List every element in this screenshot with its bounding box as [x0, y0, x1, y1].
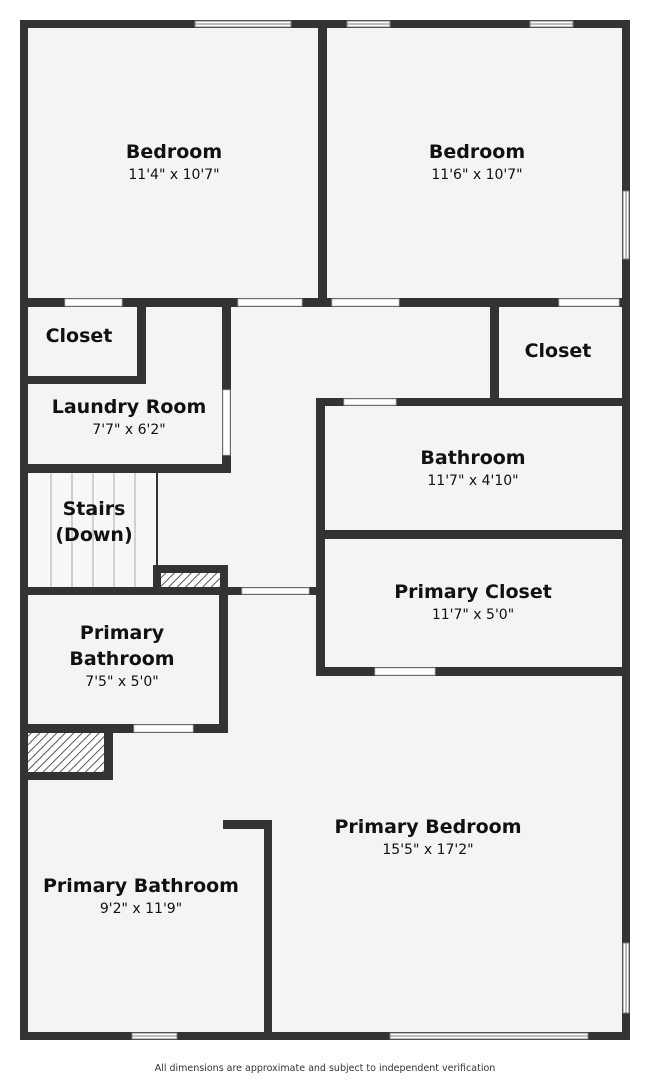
hatched-shaft-stairs: [161, 573, 220, 587]
room-dims-primary-closet: 11'7" x 5'0": [432, 607, 514, 623]
room-name-bathroom: Bathroom: [420, 447, 525, 469]
room-name-primary-bedroom: Primary Bedroom: [334, 816, 521, 838]
room-name-primary-closet: Primary Closet: [394, 581, 552, 603]
hatched-shaft-bath: [28, 733, 104, 772]
door-openings: [64, 298, 620, 733]
room-name-laundry: Laundry Room: [52, 396, 207, 418]
stairs-treads: [28, 472, 158, 588]
room-dims-primary-bedroom: 15'5" x 17'2": [382, 842, 473, 858]
room-name-closet-right: Closet: [525, 340, 592, 362]
room-name-bedroom-right: Bedroom: [429, 141, 525, 163]
room-dims-primary-bathroom-small: 7'5" x 5'0": [85, 674, 158, 690]
room-name-bedroom-left: Bedroom: [126, 141, 222, 163]
room-dims-bedroom-right: 11'6" x 10'7": [431, 167, 522, 183]
room-name-closet-left: Closet: [46, 325, 113, 347]
room-name-primary-bathroom-small-1: Primary: [80, 622, 165, 644]
room-dims-primary-bathroom-large: 9'2" x 11'9": [100, 901, 182, 917]
room-dims-bathroom: 11'7" x 4'10": [427, 473, 518, 489]
room-name-stairs-down: (Down): [55, 524, 132, 546]
disclaimer-text: All dimensions are approximate and subje…: [154, 1063, 496, 1074]
walls: [20, 20, 630, 1040]
room-dims-bedroom-left: 11'4" x 10'7": [128, 167, 219, 183]
room-name-primary-bathroom-small-2: Bathroom: [69, 648, 174, 670]
windows: [131, 20, 630, 1040]
room-dims-laundry: 7'7" x 6'2": [92, 422, 165, 438]
room-name-primary-bathroom-large: Primary Bathroom: [43, 875, 239, 897]
room-name-stairs: Stairs: [63, 498, 126, 520]
